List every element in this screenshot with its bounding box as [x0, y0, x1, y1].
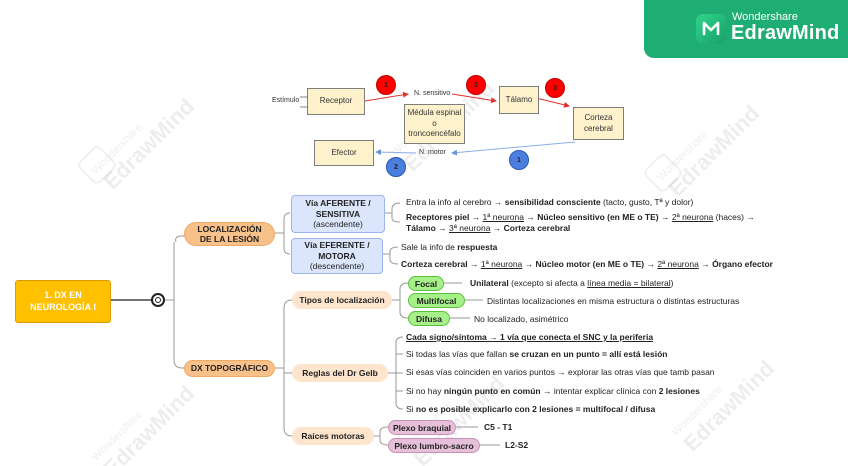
aferente-pathway-line: Receptores piel → 1ª neurona → Núcleo se…	[406, 212, 755, 222]
plexo-braquial-value: C5 - T1	[484, 422, 513, 432]
blue-marker-1: 1	[509, 150, 529, 170]
gelb-rule-3: Si esas vías coinciden en varios puntos …	[406, 367, 715, 377]
receptor-box: Receptor	[307, 88, 365, 115]
brand-wondershare: Wondershare	[732, 11, 798, 23]
plexo-braquial-node[interactable]: Plexo braquial	[388, 420, 456, 435]
blue-marker-2: 2	[386, 157, 406, 177]
dx-topografico-node[interactable]: DX TOPOGRÁFICO	[184, 360, 275, 377]
root-node[interactable]: 1. DX EN NEUROLOGÍA I	[15, 280, 111, 323]
brand-edrawmind: EdrawMind	[731, 22, 840, 44]
medula-box: Médula espinal o troncoencéfalo	[404, 104, 465, 144]
raices-motoras-node[interactable]: Raíces motoras	[292, 427, 374, 445]
difusa-description: No localizado, asimétrico	[474, 314, 569, 324]
n-sensitivo-label: N. sensitivo	[414, 90, 451, 97]
via-aferente-node[interactable]: Vía AFERENTE / SENSITIVA (ascendente)	[291, 195, 385, 233]
gelb-rule-5: Si no es posible explicarlo con 2 lesion…	[406, 404, 656, 414]
tipos-localizacion-node[interactable]: Tipos de localización	[292, 291, 392, 309]
plexo-lumbro-sacro-value: L2-S2	[505, 440, 529, 450]
difusa-node[interactable]: Difusa	[408, 311, 450, 326]
gelb-rule-4: Si no hay ningún punto en común → intent…	[406, 386, 700, 396]
n-motor-label: N. motor	[419, 149, 446, 156]
talamo-box: Tálamo	[499, 86, 539, 114]
edrawmind-logo-icon	[696, 14, 726, 44]
red-marker-3: 3	[545, 78, 565, 98]
plexo-lumbro-sacro-node[interactable]: Plexo lumbro-sacro	[388, 438, 480, 453]
focal-description: Unilateral (excepto si afecta a línea me…	[470, 278, 674, 288]
focal-node[interactable]: Focal	[408, 276, 444, 291]
corteza-box: Corteza cerebral	[573, 107, 624, 140]
stimulus-label: Estímulo	[272, 97, 300, 104]
collapse-toggle[interactable]	[151, 293, 165, 307]
red-marker-1: 1	[376, 75, 396, 95]
aferente-pathway-line-2: Tálamo → 3ª neurona → Corteza cerebral	[406, 223, 571, 233]
efector-box: Efector	[314, 140, 374, 166]
multifocal-node[interactable]: Multifocal	[408, 293, 465, 308]
gelb-rule-2: Si todas las vías que fallan se cruzan e…	[406, 349, 668, 359]
multifocal-description: Distintas localizaciones en misma estruc…	[487, 296, 740, 306]
eferente-pathway-line: Corteza cerebral → 1ª neurona → Núcleo m…	[401, 259, 773, 269]
reglas-gelb-node[interactable]: Reglas del Dr Gelb	[292, 364, 388, 382]
gelb-rule-1: Cada signo/síntoma → 1 vía que conecta e…	[406, 332, 654, 342]
aferente-info-line: Entra la info al cerebro → sensibilidad …	[406, 197, 694, 207]
localizacion-node[interactable]: LOCALIZACIÓN DE LA LESIÓN	[184, 222, 275, 246]
eferente-info-line: Sale la info de respuesta	[401, 242, 498, 252]
via-eferente-node[interactable]: Vía EFERENTE / MOTORA (descendente)	[291, 238, 383, 274]
brand-badge: Wondershare EdrawMind	[644, 0, 848, 58]
red-marker-2: 2	[466, 75, 486, 95]
